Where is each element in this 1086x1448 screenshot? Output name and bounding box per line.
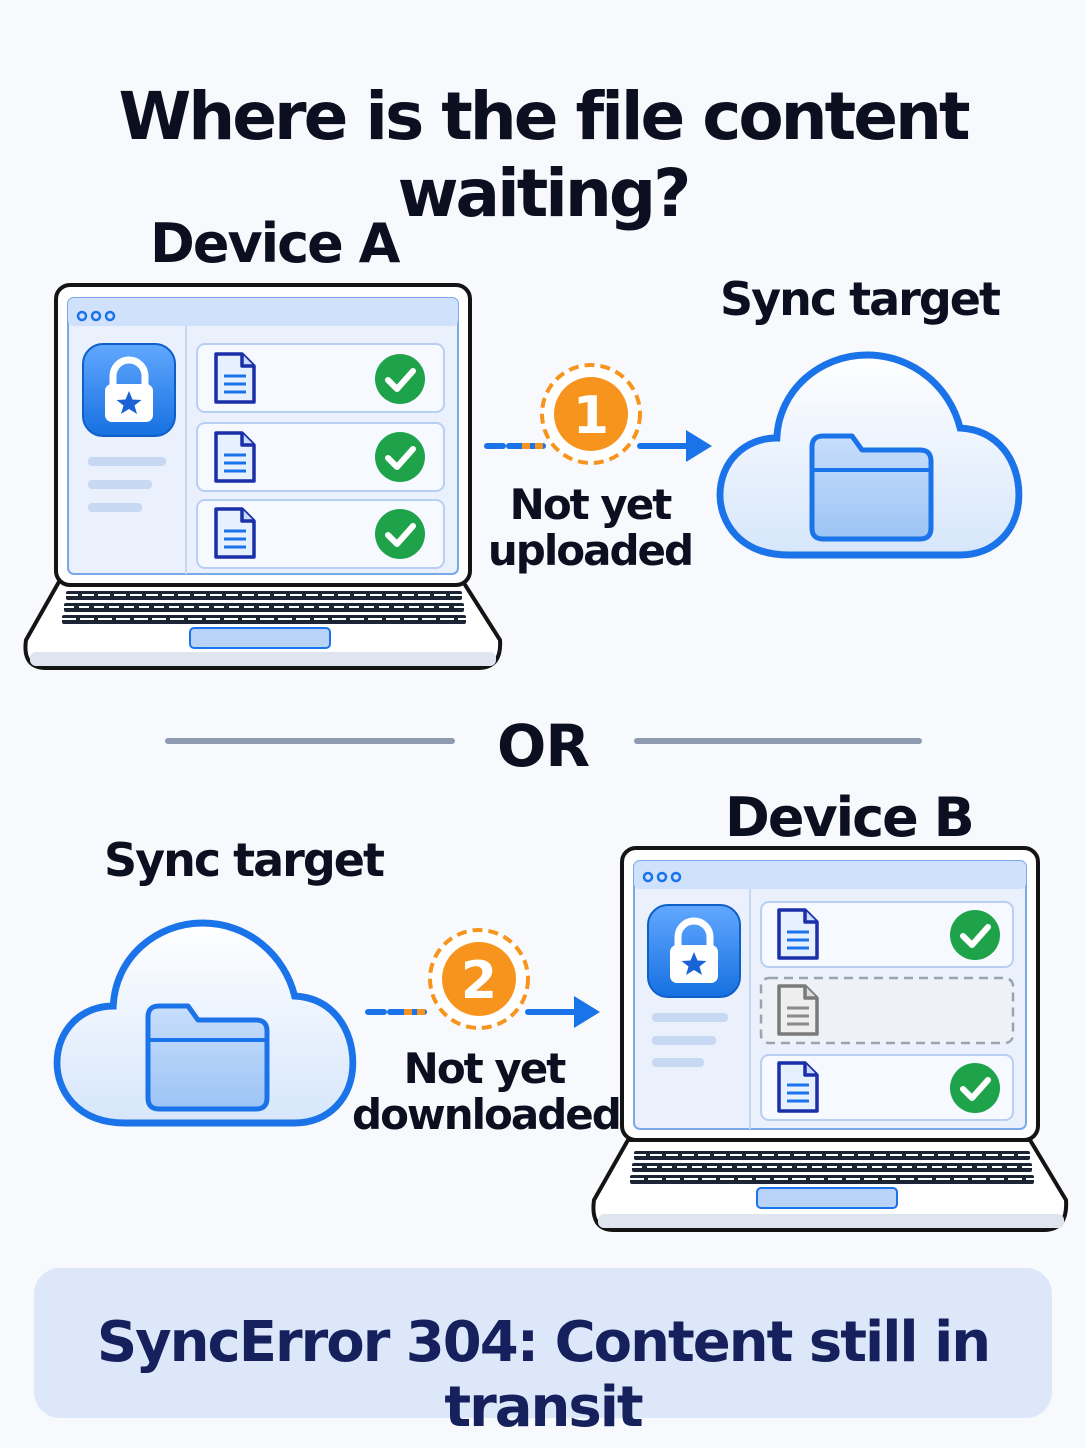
document-icon (777, 1061, 819, 1113)
document-icon (777, 908, 819, 960)
separator-line-left (165, 738, 455, 744)
keyboard-b (630, 1151, 1034, 1184)
laptop-b (591, 846, 1069, 1232)
step-1-caption: Not yet uploaded (480, 482, 700, 574)
step-1-line-2: uploaded (487, 526, 694, 575)
file-row-a-3[interactable] (196, 499, 445, 569)
sync-target-bottom-label: Sync target (104, 833, 385, 887)
file-row-a-2[interactable] (196, 422, 445, 492)
keyboard-a (62, 591, 466, 624)
document-icon (777, 984, 819, 1036)
device-a-label: Device A (150, 212, 400, 275)
check-icon (950, 1063, 1000, 1113)
upload-arrow (484, 363, 712, 465)
document-icon (214, 507, 256, 559)
check-icon (375, 432, 425, 482)
step-1-number: 1 (573, 386, 609, 446)
separator-line-right (634, 738, 922, 744)
document-icon (214, 431, 256, 483)
document-icon (214, 352, 256, 404)
step-2-line-2: downloaded (352, 1090, 622, 1139)
step-2-number: 2 (461, 951, 497, 1011)
check-icon (950, 910, 1000, 960)
lock-star-icon (83, 344, 175, 436)
trackpad-b (756, 1187, 898, 1209)
step-1-line-1: Not yet (509, 480, 673, 529)
file-row-b-1[interactable] (760, 901, 1014, 968)
trackpad-a (189, 627, 331, 649)
download-arrow (365, 928, 600, 1030)
folder-icon (809, 433, 934, 542)
device-b-label: Device B (725, 786, 975, 849)
error-message: SyncError 304: Content still in transit (96, 1310, 991, 1440)
folder-icon (145, 1003, 270, 1112)
error-banner (34, 1268, 1052, 1418)
lock-star-icon (648, 905, 740, 997)
step-2-caption: Not yet downloaded (352, 1044, 622, 1139)
sync-target-top-label: Sync target (720, 272, 1001, 326)
check-icon (375, 509, 425, 559)
file-row-b-3[interactable] (760, 1054, 1014, 1121)
check-icon (375, 354, 425, 404)
file-row-b-2-placeholder[interactable] (759, 976, 1015, 1045)
page-title: Where is the file content waiting? (118, 78, 971, 232)
step-2-line-1: Not yet (403, 1044, 567, 1093)
laptop-a (23, 283, 503, 670)
file-row-a-1[interactable] (196, 343, 445, 413)
separator-or: OR (497, 712, 590, 780)
